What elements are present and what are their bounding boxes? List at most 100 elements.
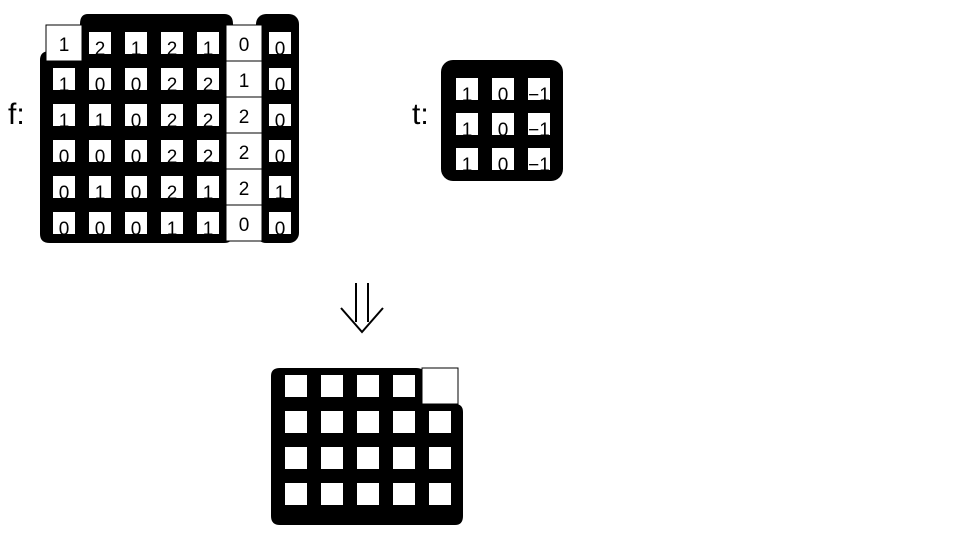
f-value: 1 [275,183,286,204]
f-value-window [53,104,75,126]
f-value-cell [225,96,263,134]
f-value: 0 [131,219,142,240]
f-value: 2 [239,107,250,128]
f-value-window [197,68,219,90]
f-value: 0 [131,147,142,168]
f-value-cell [45,24,83,62]
result-window [321,375,343,397]
f-value-window [161,176,183,198]
result-window [285,447,307,469]
f-value: 0 [95,147,106,168]
f-value-window [161,32,183,54]
t-value-window [492,78,514,100]
result-window [429,447,451,469]
f-value: 1 [167,219,178,240]
f-value: 0 [95,219,106,240]
f-value-cell [225,204,263,242]
t-value: 0 [498,155,509,176]
f-value-window [269,32,291,54]
f-value-window [161,68,183,90]
t-value: −1 [528,85,550,106]
f-value: 0 [275,219,286,240]
t-value: −1 [528,155,550,176]
result-window [321,411,343,433]
f-value: 2 [167,147,178,168]
f-value-window [197,140,219,162]
f-value: 0 [59,147,70,168]
f-value: 0 [275,147,286,168]
f-value: 2 [239,143,250,164]
f-value-window [125,68,147,90]
f-value-window [125,32,147,54]
f-value: 2 [203,75,214,96]
result-window [285,411,307,433]
result-window [393,447,415,469]
f-value: 1 [95,111,106,132]
f-value-window [125,140,147,162]
f-value-window [269,68,291,90]
t-label: t: [412,98,429,131]
f-value: 1 [59,35,70,56]
f-value-window [161,104,183,126]
double-down-arrow-icon [340,283,384,334]
result-window [429,483,451,505]
f-value-window [197,32,219,54]
f-value: 0 [275,39,286,60]
f-label: f: [8,98,25,131]
f-value-window [125,176,147,198]
t-value: 0 [498,85,509,106]
f-value: 2 [167,111,178,132]
f-value: 0 [275,111,286,132]
f-value: 2 [95,39,106,60]
result-window [357,483,379,505]
result-window [429,411,451,433]
t-value-window [528,113,550,135]
f-value: 0 [59,183,70,204]
f-value-window [89,68,111,90]
t-value-window [456,113,478,135]
f-value-window [197,212,219,234]
f-value-cell [225,60,263,98]
f-value-window [197,176,219,198]
t-value: 1 [462,85,473,106]
result-window [357,411,379,433]
f-value: 1 [95,183,106,204]
f-value: 0 [59,219,70,240]
f-value: 2 [167,183,178,204]
f-value: 1 [131,39,142,60]
f-value-window [89,32,111,54]
f-mask-main [40,14,233,243]
t-value: 1 [462,155,473,176]
f-value: 2 [203,147,214,168]
t-value-window [492,148,514,170]
f-value: 0 [131,75,142,96]
f-value-window [89,176,111,198]
f-value: 2 [167,39,178,60]
f-value-window [53,68,75,90]
f-value-window [269,212,291,234]
result-window [321,483,343,505]
t-value-window [528,78,550,100]
t-value-window [456,78,478,100]
f-value-window [269,176,291,198]
f-value: 0 [275,75,286,96]
result-window [321,447,343,469]
f-value: 0 [131,111,142,132]
f-value-window [125,212,147,234]
f-value-window [269,140,291,162]
f-value-window [161,140,183,162]
result-window [357,447,379,469]
f-value: 1 [203,39,214,60]
t-value: 1 [462,120,473,141]
f-value: 0 [239,35,250,56]
f-value: 1 [59,75,70,96]
result-window [285,483,307,505]
t-value-window [492,113,514,135]
f-value-window [53,212,75,234]
f-value-window [53,140,75,162]
f-value-cell [225,168,263,206]
t-value: −1 [528,120,550,141]
f-value-window [53,176,75,198]
result-window [393,411,415,433]
